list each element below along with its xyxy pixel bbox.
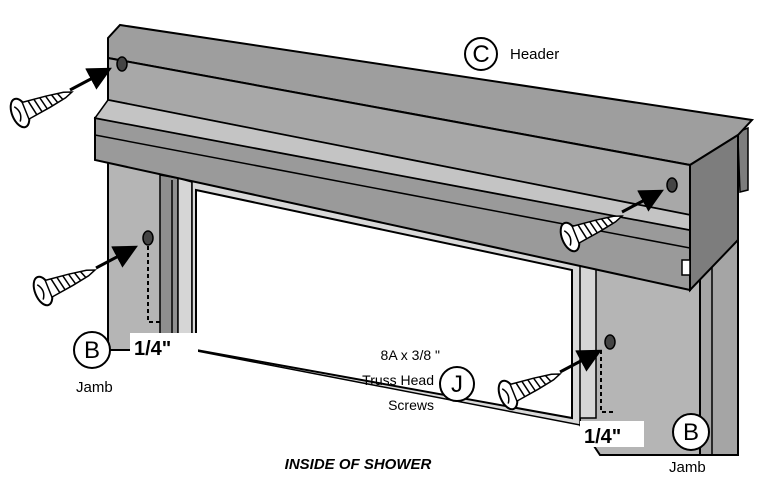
hole-jamb-left (142, 230, 154, 246)
dimension-left: 1/4" (134, 338, 171, 360)
screws-spec-line2: Truss Head (362, 372, 434, 388)
header-letter: C (472, 41, 489, 68)
right-jamb-letter: B (683, 419, 699, 446)
screws-callout: 8A x 3/8 " Truss Head Screws J (362, 347, 475, 413)
screws-spec-line1: 8A x 3/8 " (381, 347, 440, 363)
left-jamb-letter: B (84, 337, 100, 364)
diagram-caption: INSIDE OF SHOWER (285, 456, 432, 473)
screws-spec-line3: Screws (388, 397, 434, 413)
header-callout: C Header (464, 37, 559, 71)
hole-jamb-right (604, 334, 616, 350)
arrow-top-left (69, 67, 112, 92)
screw-top-left (5, 77, 79, 131)
right-jamb-label: Jamb (669, 459, 706, 476)
arrow-header-right (621, 189, 664, 214)
left-jamb-callout: B Jamb (73, 331, 113, 396)
dimension-guides (147, 246, 613, 413)
hole-header-left (116, 56, 128, 72)
arrow-left-jamb (95, 245, 138, 270)
screws-letter: J (451, 371, 463, 398)
screw-holes (116, 56, 678, 350)
header (93, 23, 755, 293)
hole-header-right (666, 177, 678, 193)
dim-left-backdrop (130, 333, 198, 359)
arrow-right-jamb (559, 349, 602, 374)
screw-left-jamb (28, 255, 102, 309)
dim-right-backdrop (580, 421, 644, 447)
dimension-right: 1/4" (584, 426, 621, 448)
header-label: Header (510, 46, 559, 63)
right-jamb-callout: B Jamb (669, 413, 710, 476)
left-jamb-label: Jamb (76, 379, 113, 396)
